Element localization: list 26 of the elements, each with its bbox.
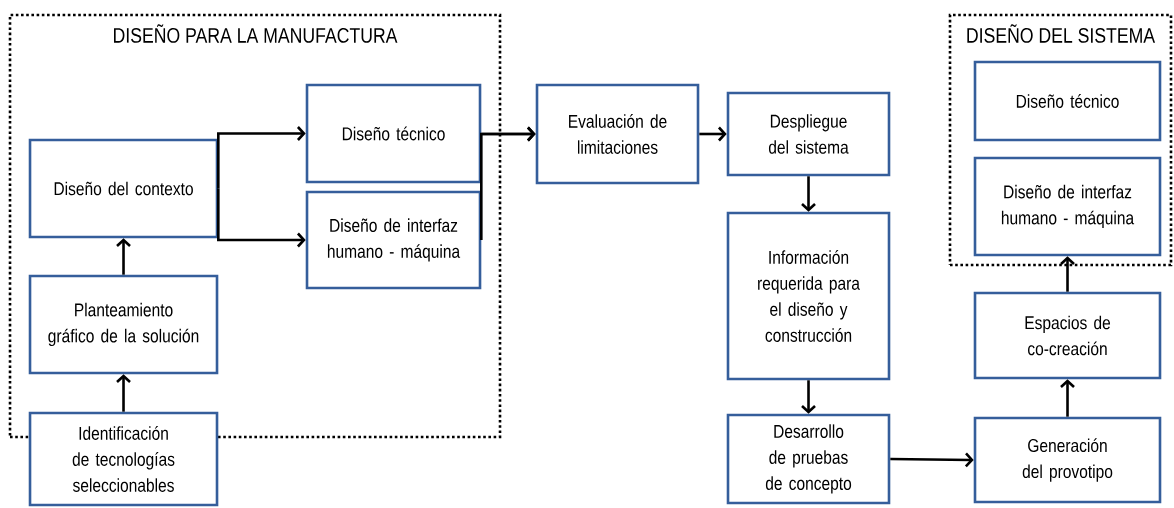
arrow: [1060, 379, 1075, 417]
process-box: Desarrollo de pruebas de concepto: [726, 413, 891, 505]
arrow: [217, 188, 306, 248]
process-box: Información requerida para el diseño y construcción: [726, 211, 891, 381]
process-box: Diseño del contexto: [28, 138, 219, 239]
process-box: Despliegue del sistema: [726, 91, 891, 177]
arrow: [1060, 256, 1075, 292]
arrow: [480, 126, 536, 240]
arrow: [890, 452, 974, 468]
process-box: Generación del provotipo: [973, 416, 1162, 504]
arrow: [217, 126, 306, 189]
arrow: [801, 176, 816, 212]
process-box: Diseño técnico: [973, 60, 1162, 142]
process-box: Evaluación de limitaciones: [535, 83, 700, 185]
arrow: [801, 380, 816, 414]
process-box: Diseño de interfaz humano - máquina: [973, 156, 1162, 257]
arrow: [699, 126, 727, 142]
arrow: [116, 238, 131, 275]
frame-heading: DISEÑO DEL SISTEMA: [967, 24, 1156, 43]
process-box: Planteamiento gráfico de la solución: [28, 274, 219, 375]
process-box: Diseño técnico: [305, 83, 482, 184]
arrow: [116, 374, 131, 412]
process-box: Diseño de interfaz humano - máquina: [305, 190, 482, 290]
process-box: Identificación de tecnologías seleccionables: [28, 411, 219, 507]
process-box: Espacios de co-creación: [973, 291, 1162, 380]
frame-heading: DISEÑO PARA LA MANUFACTURA: [114, 24, 398, 43]
